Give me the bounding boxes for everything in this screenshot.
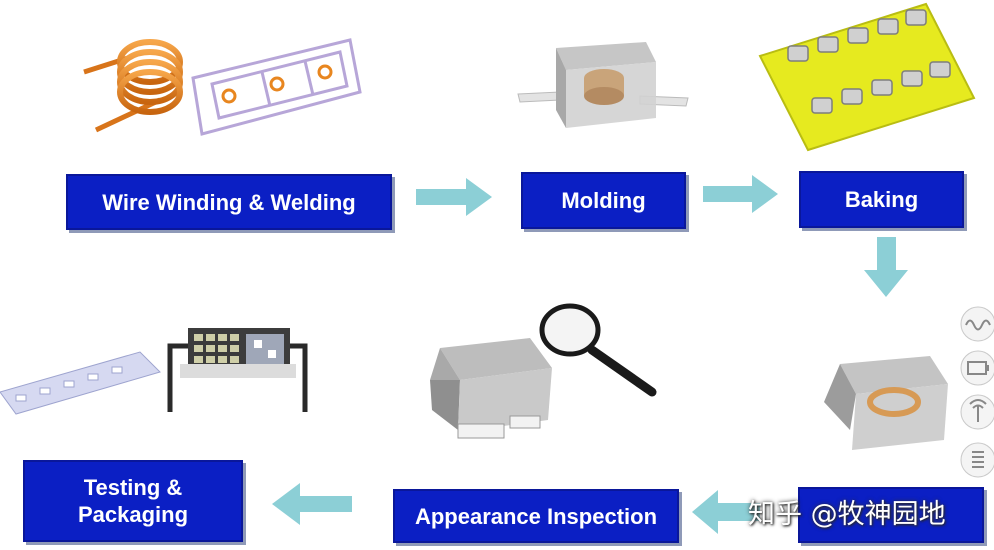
step-label: Baking (844, 187, 919, 212)
inductor-icon (430, 338, 552, 439)
step-label: Wire Winding & Welding (102, 189, 356, 215)
step-wire-winding-welding: Wire Winding & Welding (66, 174, 392, 230)
trimmed-part-icon (824, 356, 948, 450)
arrow-left-2 (272, 483, 352, 525)
wave-icon[interactable] (958, 304, 994, 344)
step-hidden (798, 487, 984, 543)
battery-icon[interactable] (958, 348, 994, 388)
coil-icon (83, 39, 183, 133)
arrow-right-2 (703, 175, 778, 213)
arrow-right-1 (416, 178, 492, 216)
step-baking: Baking (799, 171, 964, 228)
magnifier-icon (539, 303, 657, 397)
step-testing-packaging: Testing & Packaging (23, 460, 243, 542)
step-molding: Molding (521, 172, 686, 229)
leadframe-icon (191, 38, 362, 136)
molded-part-icon (517, 42, 689, 128)
tester-icon (167, 328, 308, 412)
watermark-text: 知乎 @牧神园地 (748, 499, 946, 530)
step-label: Molding (561, 188, 646, 213)
antenna-icon[interactable] (958, 392, 994, 432)
coil-spring-icon[interactable] (958, 440, 994, 480)
step-label: Testing & Packaging (77, 475, 189, 527)
baking-tray-icon (758, 2, 976, 152)
step-label: Appearance Inspection (414, 503, 658, 529)
arrow-down (864, 237, 908, 297)
arrow-left-1 (692, 490, 760, 534)
tape-reel-icon (0, 351, 161, 415)
step-appearance-inspection: Appearance Inspection (393, 489, 679, 543)
